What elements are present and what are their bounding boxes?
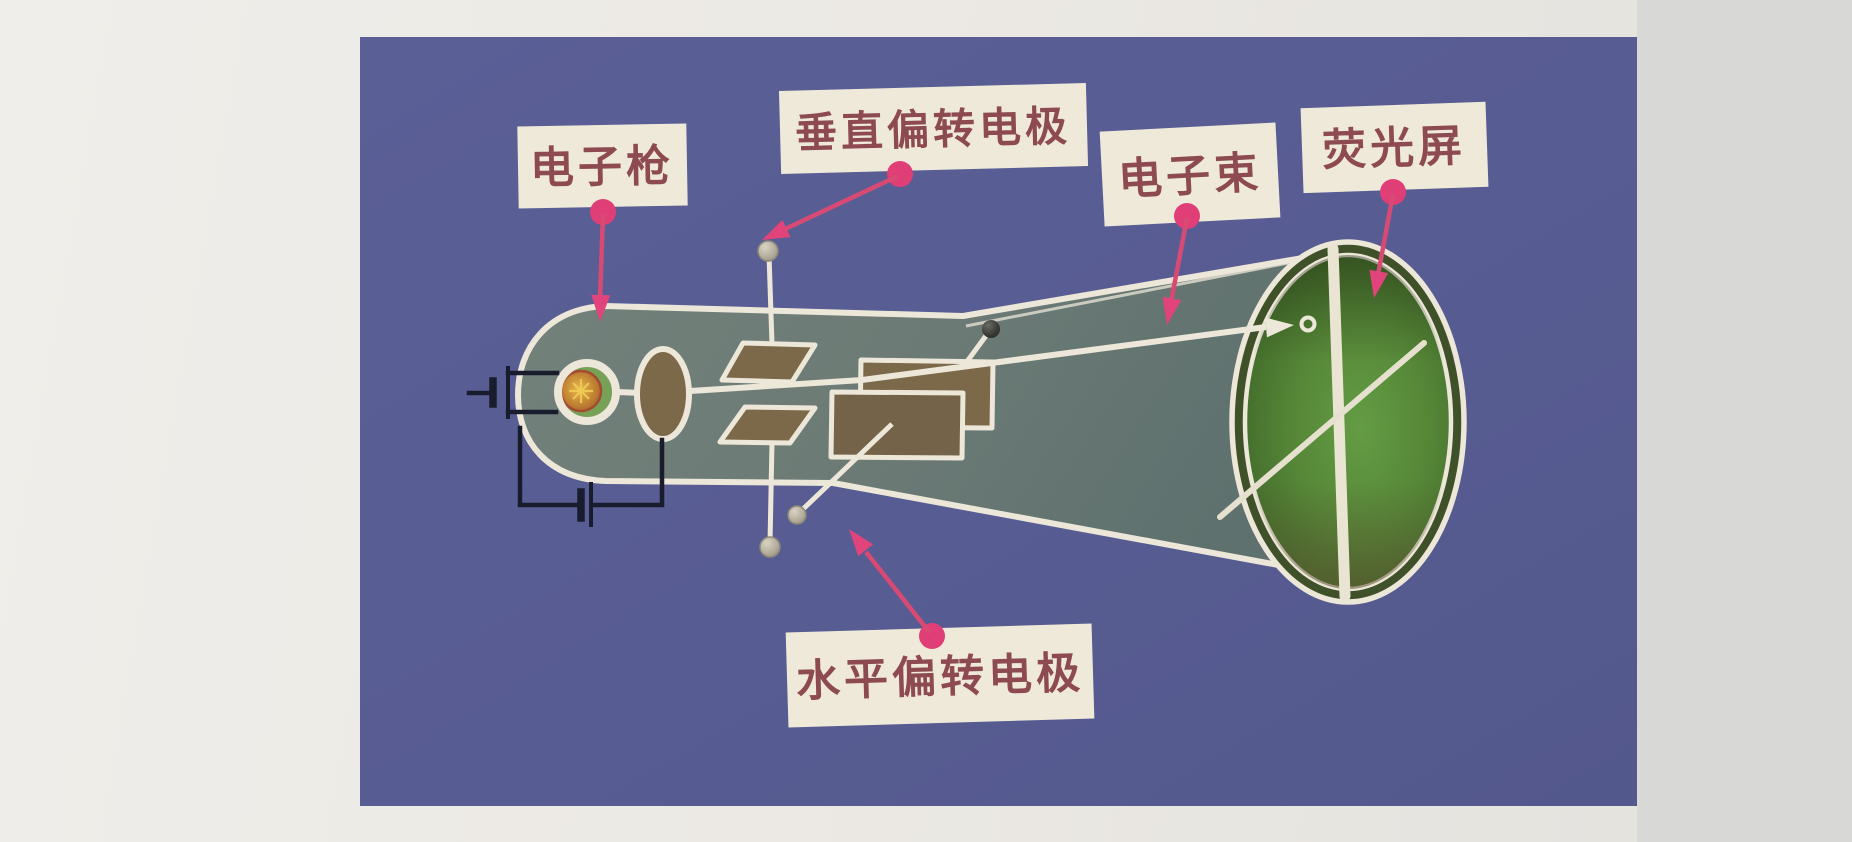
beam-spot-ring — [1299, 315, 1317, 333]
pointer-arrowhead-horizontal-deflection — [849, 529, 874, 557]
label-box-vertical-deflection — [778, 82, 1089, 174]
pointer-shaft-electron-gun — [597, 213, 606, 301]
pointer-arrows — [590, 161, 1406, 649]
label-electron-beam: 电子束 — [1099, 122, 1281, 227]
label-box-electron-beam — [1099, 122, 1281, 227]
pointer-arrowhead-vertical-deflection — [762, 219, 791, 240]
vertical-terminal-ball-bottom — [759, 536, 781, 558]
pointer-arrowhead-fluorescent-screen — [1369, 269, 1389, 298]
screen-diagonal-trace — [1217, 340, 1427, 520]
pointer-dot-vertical-deflection — [887, 161, 913, 187]
horizontal-terminal-ball-back — [982, 320, 1000, 338]
vertical-deflection-plate-lower — [717, 404, 818, 446]
label-text-electron-gun: 电子枪 — [530, 142, 675, 194]
anode-circuit — [517, 425, 665, 527]
heater-wires — [505, 370, 560, 415]
electron-beam-line — [689, 324, 1267, 394]
pointer-shaft-electron-beam — [1168, 217, 1190, 303]
anode-wire-right — [590, 437, 665, 508]
heater-circuit — [466, 366, 560, 419]
electron-beam-arrowhead — [1265, 317, 1294, 338]
label-box-horizontal-deflection — [785, 623, 1095, 728]
screen-shading — [1245, 255, 1451, 589]
vertical-plate-stem-bottom — [767, 441, 775, 544]
vertical-plate-stem-top — [766, 254, 775, 345]
horizontal-plate-rod-front — [798, 422, 894, 514]
horizontal-terminal-ball-front — [787, 505, 807, 525]
label-vertical-deflection: 垂直偏转电极 — [778, 82, 1089, 174]
pointer-shaft-vertical-deflection — [782, 173, 899, 233]
label-box-electron-gun — [517, 123, 688, 209]
label-box-fluorescent-screen — [1300, 101, 1489, 194]
funnel-edge-highlight — [965, 261, 1289, 328]
label-text-fluorescent-screen: 荧光屏 — [1321, 122, 1467, 176]
pointer-shaft-horizontal-deflection — [864, 550, 932, 635]
pointer-dot-fluorescent-screen — [1380, 179, 1406, 205]
label-electron-gun: 电子枪 — [517, 123, 688, 209]
label-text-electron-beam: 电子束 — [1117, 148, 1263, 204]
horizontal-plate-rod-back — [960, 331, 991, 369]
pointer-dot-electron-beam — [1174, 203, 1200, 229]
pointer-shaft-fluorescent-screen — [1375, 193, 1396, 276]
pointer-arrowhead-electron-gun — [591, 294, 611, 322]
label-text-vertical-deflection: 垂直偏转电极 — [794, 102, 1071, 156]
heater-sparkle — [569, 379, 593, 403]
anode-wire-left — [517, 425, 581, 508]
paper-right-strip — [1637, 0, 1852, 842]
cathode-ring — [554, 359, 620, 425]
screen-vertical-trace — [1327, 243, 1351, 602]
vertical-terminal-ball-top — [757, 240, 779, 262]
pointer-dot-electron-gun — [590, 199, 616, 225]
label-text-horizontal-deflection: 水平偏转电极 — [795, 649, 1084, 707]
label-fluorescent-screen: 荧光屏 — [1300, 101, 1489, 194]
focus-electrode — [634, 346, 692, 442]
pointer-arrowhead-electron-beam — [1162, 296, 1182, 325]
horizontal-deflection-plate-front — [828, 389, 966, 461]
label-horizontal-deflection: 水平偏转电极 — [785, 623, 1095, 728]
